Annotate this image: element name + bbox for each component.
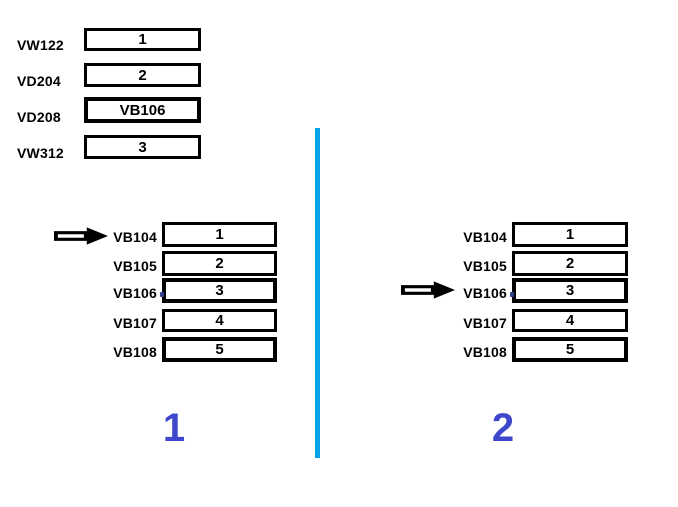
memory-value-box: 5 [512,337,628,362]
register-row: VD204 2 [17,63,201,89]
stray-mark [160,292,164,297]
right-block-arrow-icon [54,226,108,246]
register-label: VD208 [17,109,61,125]
right-block-arrow-icon [401,280,455,300]
memory-address-label: VB106 [463,284,507,301]
step-number-2: 2 [491,406,515,450]
register-value-box: 2 [84,63,201,87]
memory-address-label: VB107 [113,314,157,331]
memory-address-label: VB105 [113,257,157,274]
memory-address-label: VB104 [463,228,507,245]
memory-row: VB108 5 [100,337,277,362]
register-value-box: 1 [84,28,201,51]
memory-row: VB107 4 [100,309,277,332]
memory-row: VB106 3 [450,278,628,303]
register-label: VD204 [17,73,61,89]
memory-value-box: 1 [162,222,277,247]
register-row: VD208 VB106 [17,97,201,125]
divider-line [315,128,320,458]
stray-mark [510,292,514,297]
memory-address-label: VB107 [463,314,507,331]
memory-value-box: 3 [512,278,628,303]
register-value-box: 3 [84,135,201,159]
memory-address-label: VB106 [113,284,157,301]
memory-address-label: VB104 [113,228,157,245]
memory-row: VB104 1 [450,222,628,247]
memory-address-label: VB108 [113,343,157,360]
memory-value-box: 5 [162,337,277,362]
memory-row: VB107 4 [450,309,628,332]
memory-row: VB105 2 [100,251,277,276]
memory-value-box: 2 [512,251,628,276]
memory-value-box: 4 [512,309,628,332]
memory-row: VB105 2 [450,251,628,276]
memory-row: VB106 3 [100,278,277,303]
memory-value-box: 3 [162,278,277,303]
memory-row: VB104 1 [100,222,277,247]
register-row: VW312 3 [17,135,201,161]
memory-value-box: 4 [162,309,277,332]
register-label: VW122 [17,37,64,53]
memory-address-label: VB105 [463,257,507,274]
step-number-1: 1 [162,406,186,450]
memory-value-box: 1 [512,222,628,247]
register-row: VW122 1 [17,28,201,53]
register-label: VW312 [17,145,64,161]
memory-row: VB108 5 [450,337,628,362]
register-value-box: VB106 [84,97,201,123]
memory-address-label: VB108 [463,343,507,360]
memory-value-box: 2 [162,251,277,276]
